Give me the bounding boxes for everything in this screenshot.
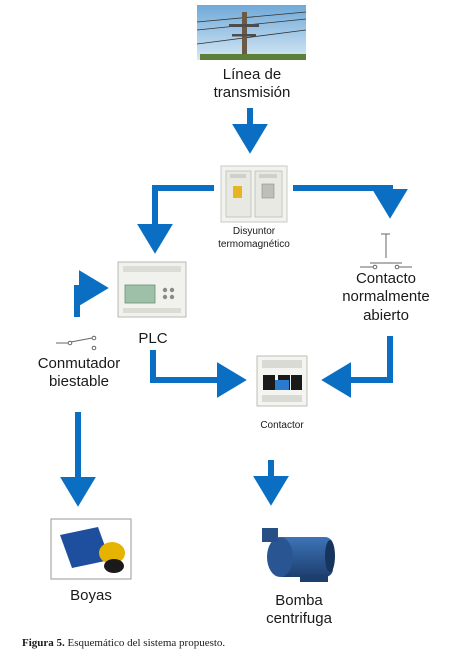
pump-label-line2: centrifuga: [266, 610, 332, 628]
breaker-label-line1: Disyuntor: [232, 226, 276, 237]
normally-open-contact-label: Contacto normalmente abierto: [330, 270, 442, 325]
transmission-line-image: [196, 5, 307, 60]
breaker-label: Disyuntor termomagnético: [204, 226, 304, 251]
contactor-label-text: Contactor: [260, 420, 304, 431]
switch-label-line2: biestable: [48, 373, 110, 391]
arrow-plc-to-contactor: [150, 350, 247, 398]
transmission-line-label: Línea de transmisión: [192, 66, 312, 103]
plc-label-text: PLC: [138, 330, 168, 347]
floats-label: Boyas: [61, 587, 121, 605]
normally-open-contact-symbol: [360, 233, 412, 270]
contact-label-line1: Contacto: [355, 270, 417, 287]
pump-label-line1: Bomba: [275, 592, 323, 609]
contactor-label: Contactor: [242, 420, 322, 433]
transmission-line-label-line2: transmisión: [213, 84, 291, 102]
figure-caption-label: Figura 5.: [22, 637, 65, 649]
arrow-switch-to-plc: [74, 270, 109, 317]
connection-arrows: [60, 108, 408, 507]
contactor-image: [256, 355, 308, 407]
floats-label-text: Boyas: [70, 587, 112, 604]
breaker-label-line2: termomagnético: [218, 238, 290, 250]
bistable-switch-symbol: [56, 335, 97, 351]
plc-image: [117, 261, 187, 318]
figure-caption-text: Esquemático del sistema propuesto.: [64, 637, 226, 649]
bistable-switch-label: Conmutador biestable: [24, 355, 134, 392]
centrifugal-pump-label: Bomba centrifuga: [249, 592, 349, 629]
figure-caption: Figura 5. Esquemático del sistema propue…: [22, 637, 225, 649]
floats-image: [50, 518, 132, 580]
arrow-breaker-to-contact: [293, 185, 408, 219]
switch-label-line1: Conmutador: [37, 355, 121, 372]
arrow-breaker-to-plc: [137, 185, 214, 254]
arrow-contact-to-contactor: [321, 336, 393, 398]
centrifugal-pump-image: [262, 528, 335, 582]
plc-label: PLC: [128, 330, 178, 348]
transmission-line-label-line1: Línea de: [222, 66, 282, 83]
contact-label-line3: abierto: [363, 306, 409, 324]
breaker-image: [220, 165, 288, 223]
contact-label-line2: normalmente: [342, 288, 430, 306]
